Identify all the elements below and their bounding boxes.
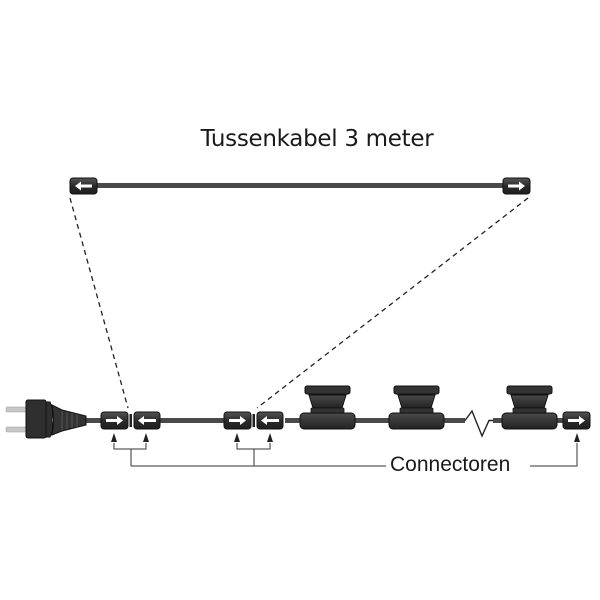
lamp-socket-icon (501, 385, 558, 430)
arrow-left-icon (75, 181, 92, 191)
connector-female-2 (256, 411, 284, 430)
arrow-left-icon (138, 416, 156, 425)
arrow-up-icon (111, 433, 117, 442)
connector-gap-1 (129, 414, 132, 427)
extension-cable-wire (95, 183, 505, 188)
main-cable (85, 418, 564, 423)
connector-female-1 (133, 411, 161, 430)
callout-arrowheads (111, 433, 580, 442)
arrow-up-icon (574, 433, 580, 442)
arrow-up-icon (267, 433, 273, 442)
extension-right-connector (502, 177, 531, 195)
lamp-socket-icon (388, 385, 445, 430)
diagram-title: Tussenkabel 3 meter (200, 126, 434, 152)
projection-line-left (69, 197, 129, 409)
arrow-right-icon (508, 181, 525, 191)
end-connector (562, 411, 591, 430)
arrow-left-icon (261, 416, 279, 425)
arrow-right-icon (568, 416, 585, 425)
connector-male-2 (223, 411, 252, 430)
arrow-up-icon (143, 433, 149, 442)
plug-prong-top (5, 406, 29, 413)
connector-male-1 (100, 411, 129, 430)
connector-callout-lines (113, 443, 578, 467)
euro-plug-icon (5, 399, 87, 439)
projection-line-right (256, 197, 529, 409)
extension-left-connector (69, 177, 98, 195)
connectors-label: Connectoren (386, 453, 515, 477)
extension-cable (69, 177, 531, 195)
arrow-right-icon (106, 416, 123, 425)
arrow-up-icon (234, 433, 240, 442)
plug-prong-bottom (5, 426, 29, 433)
arrow-right-icon (229, 416, 246, 425)
lamp-socket-icon (299, 385, 356, 430)
zigzag-break-icon (464, 409, 493, 438)
connector-gap-2 (252, 414, 255, 427)
